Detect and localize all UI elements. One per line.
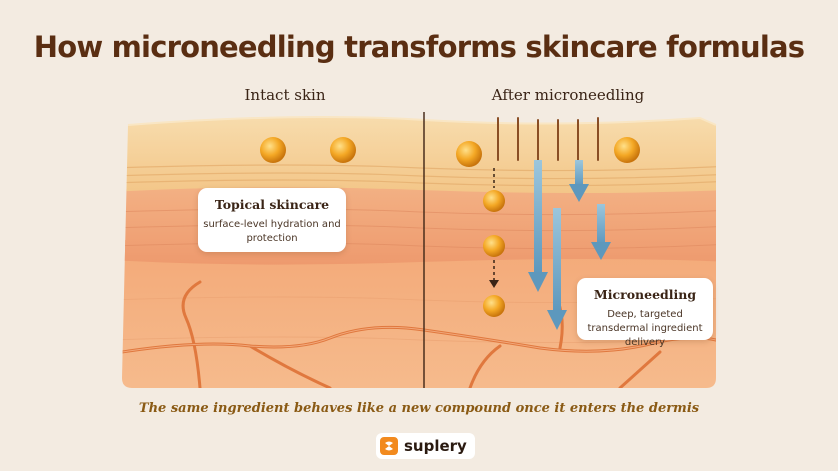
after-microneedling-label: After microneedling [491,86,645,104]
ingredient-bead-icon [614,137,640,163]
callout-title: Topical skincare [214,197,330,212]
blue-arrow-icon [547,310,567,330]
brand-name: suplery [404,437,467,455]
blue-arrow-icon [591,242,611,260]
ingredient-bead-icon [483,190,505,212]
callout-title: Microneedling [593,287,697,302]
topical-skincare-callout: Topical skincare surface-level hydration… [198,188,346,252]
caption: The same ingredient behaves like a new c… [138,401,700,416]
ingredient-bead-icon [483,295,505,317]
ingredient-bead-icon [456,141,482,167]
microneedle-channels [497,117,599,161]
ingredient-bead-icon [330,137,356,163]
ingredient-bead-icon [483,235,505,257]
intact-skin-label: Intact skin [244,86,326,104]
callout-body: Deep, targeted transdermal ingredient de… [587,309,703,348]
blue-arrow-icon [528,272,548,292]
suplery-logo-icon [380,437,398,455]
ingredient-bead-icon [260,137,286,163]
callout-body: surface-level hydration and protection [203,219,341,244]
blue-arrow-icon [569,184,589,202]
microneedling-callout: Microneedling Deep, targeted transdermal… [577,278,713,348]
page-title: How microneedling transforms skincare fo… [33,30,805,64]
delivery-arrows [528,160,611,330]
brand-badge: suplery [376,433,475,459]
down-arrow-icon [489,280,499,288]
